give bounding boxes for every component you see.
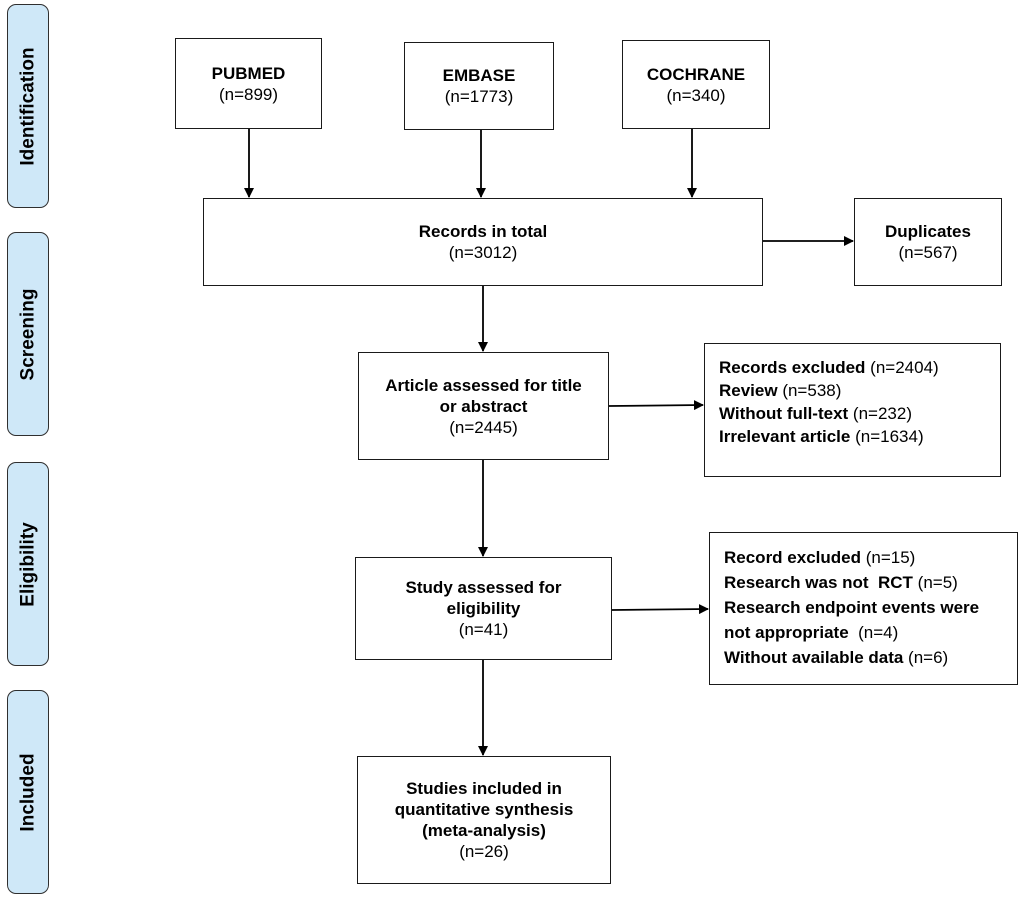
exclusion-row: Record excluded (n=15) <box>724 545 1007 570</box>
source-title: COCHRANE <box>646 64 746 84</box>
title-abstract-line1: Article assessed for title <box>385 375 582 395</box>
exclusion-count: (n=2404) <box>865 358 939 377</box>
source-pubmed-box: PUBMED (n=899) <box>175 38 322 129</box>
records-total-count: (n=3012) <box>448 243 518 262</box>
exclusion-count: (n=5) <box>912 573 958 592</box>
phase-identification: Identification <box>7 4 49 208</box>
exclusion-count: (n=15) <box>861 548 916 567</box>
exclusion-label: Without full-text <box>719 404 849 423</box>
source-title: EMBASE <box>442 66 516 85</box>
exclusion-row: Research endpoint events were <box>724 595 1007 620</box>
screening-exclusions-box: Records excluded (n=2404) Review (n=538)… <box>704 343 1001 477</box>
exclusion-row: Review (n=538) <box>719 379 990 402</box>
title-abstract-line2: or abstract <box>439 396 528 416</box>
duplicates-count: (n=567) <box>898 243 958 262</box>
exclusion-row: Records excluded (n=2404) <box>719 356 990 379</box>
exclusion-row: Without full-text (n=232) <box>719 402 990 425</box>
eligibility-box: Study assessed for eligibility (n=41) <box>355 557 612 660</box>
exclusion-label: Research was not RCT <box>724 573 913 592</box>
phase-eligibility: Eligibility <box>7 462 49 666</box>
exclusion-count: (n=1634) <box>850 427 924 446</box>
phase-included: Included <box>7 690 49 894</box>
duplicates-title: Duplicates <box>885 222 971 241</box>
source-count: (n=340) <box>666 85 726 105</box>
exclusion-label: Research endpoint events were <box>724 598 980 617</box>
included-box: Studies included in quantitative synthes… <box>357 756 611 884</box>
phase-label: Eligibility <box>17 521 39 607</box>
records-total-box: Records in total (n=3012) <box>203 198 763 286</box>
eligibility-exclusions-box: Record excluded (n=15) Research was not … <box>709 532 1018 685</box>
source-embase-box: EMBASE (n=1773) <box>404 42 554 130</box>
exclusion-row: Irrelevant article (n=1634) <box>719 425 990 448</box>
phase-label: Identification <box>17 46 39 166</box>
exclusion-label: Review <box>719 381 778 400</box>
included-line2: quantitative synthesis <box>394 800 574 819</box>
included-count: (n=26) <box>459 842 509 861</box>
arrow-title-abstract-to-exclusions <box>608 400 704 411</box>
phase-label: Screening <box>17 288 39 380</box>
source-count: (n=899) <box>218 84 279 104</box>
duplicates-box: Duplicates (n=567) <box>854 198 1002 286</box>
records-total-title: Records in total <box>418 222 548 241</box>
included-line1: Studies included in <box>406 779 562 798</box>
source-title: PUBMED <box>211 63 286 83</box>
exclusion-count: (n=4) <box>848 623 899 642</box>
arrow-eligibility-to-exclusions <box>611 604 709 615</box>
title-abstract-count: (n=2445) <box>449 417 518 437</box>
exclusion-label: not appropriate <box>724 623 849 642</box>
exclusion-row: not appropriate (n=4) <box>724 620 1007 645</box>
eligibility-line2: eligibility <box>446 599 521 618</box>
phase-screening: Screening <box>7 232 49 436</box>
exclusion-label: Record excluded <box>724 548 861 567</box>
included-line3: (meta-analysis) <box>422 821 546 840</box>
source-cochrane-box: COCHRANE (n=340) <box>622 40 770 129</box>
exclusion-count: (n=232) <box>848 404 912 423</box>
phase-label: Included <box>17 752 39 832</box>
eligibility-line1: Study assessed for <box>405 578 562 597</box>
eligibility-count: (n=41) <box>458 620 509 639</box>
exclusion-count: (n=6) <box>903 648 949 667</box>
exclusion-row: Without available data (n=6) <box>724 645 1007 670</box>
source-count: (n=1773) <box>444 87 514 106</box>
exclusion-count: (n=538) <box>777 381 842 400</box>
exclusion-label: Without available data <box>724 648 904 667</box>
exclusion-label: Records excluded <box>719 358 866 377</box>
exclusion-label: Irrelevant article <box>719 427 851 446</box>
title-abstract-box: Article assessed for title or abstract (… <box>358 352 609 460</box>
exclusion-row: Research was not RCT (n=5) <box>724 570 1007 595</box>
